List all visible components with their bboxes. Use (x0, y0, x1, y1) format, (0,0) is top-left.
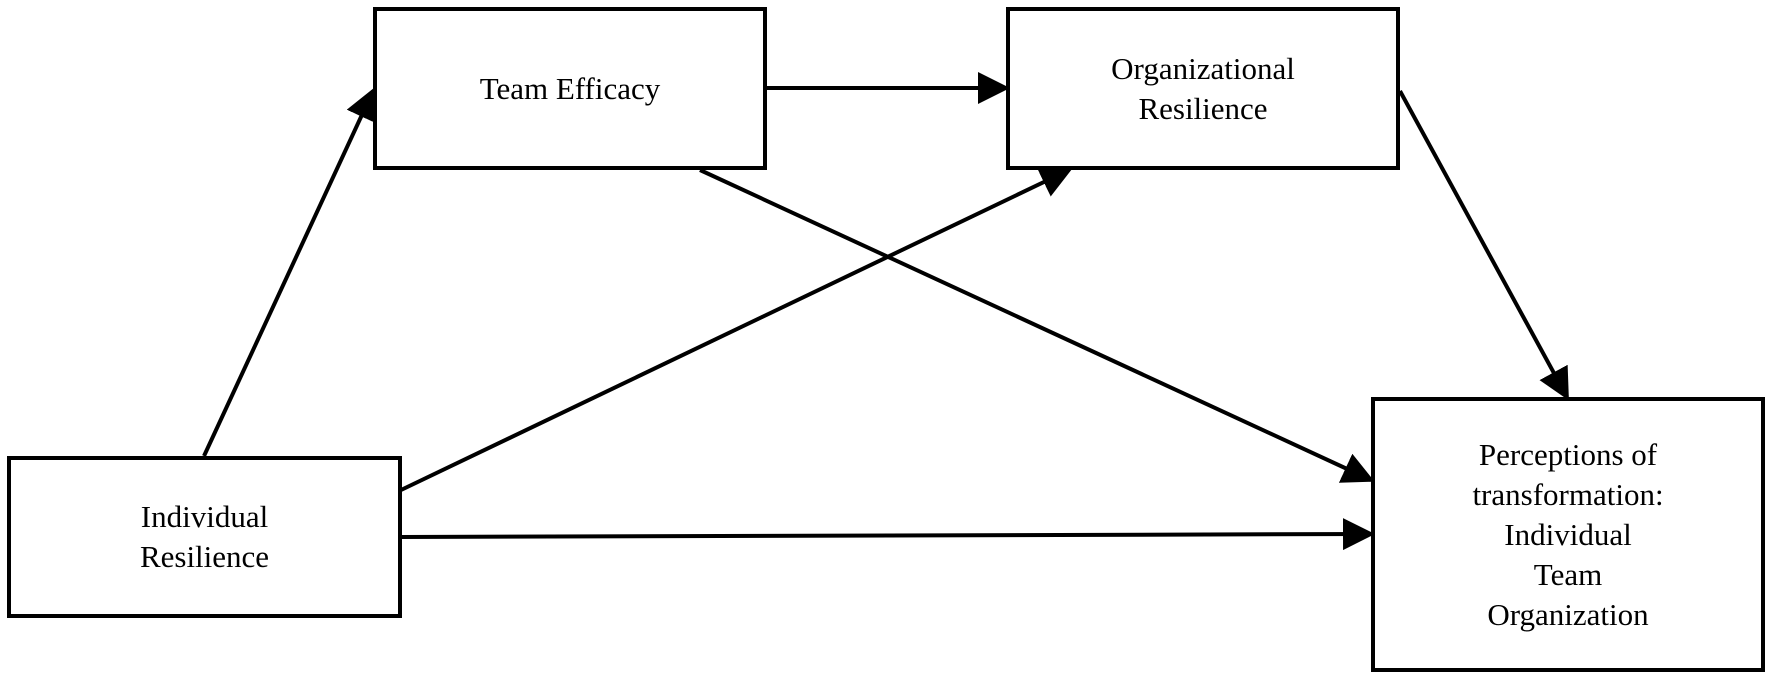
arrow-individual-resilience-to-organizational-resilience (400, 167, 1073, 492)
node-perceptions-label-line-5: Organization (1487, 596, 1649, 632)
node-perceptions-label-line-4: Team (1533, 556, 1603, 592)
node-organizational-resilience: Organizational Resilience (1006, 7, 1400, 170)
node-perceptions-label-line-2: transformation: (1472, 476, 1664, 512)
arrow-individual-resilience-to-team-efficacy (202, 87, 376, 457)
node-individual-resilience-label-line-2: Resilience (139, 539, 270, 574)
node-perceptions-label-line-1: Perceptions of (1478, 436, 1658, 472)
node-individual-resilience: Individual Resilience (7, 456, 402, 618)
node-individual-resilience-label-line-1: Individual (140, 499, 269, 534)
node-perceptions-of-transformation: Perceptions of transformation: Individua… (1371, 397, 1765, 672)
arrow-individual-resilience-to-perceptions (400, 518, 1375, 551)
node-team-efficacy-label: Team Efficacy (479, 70, 661, 106)
node-organizational-resilience-label-line-2: Resilience (1138, 90, 1268, 126)
arrow-team-efficacy-to-perceptions (699, 168, 1375, 483)
node-team-efficacy: Team Efficacy (373, 7, 767, 170)
node-perceptions-label-line-3: Individual (1504, 516, 1632, 552)
arrow-organizational-resilience-to-perceptions (1398, 90, 1569, 401)
node-organizational-resilience-label-line-1: Organizational (1111, 50, 1295, 86)
